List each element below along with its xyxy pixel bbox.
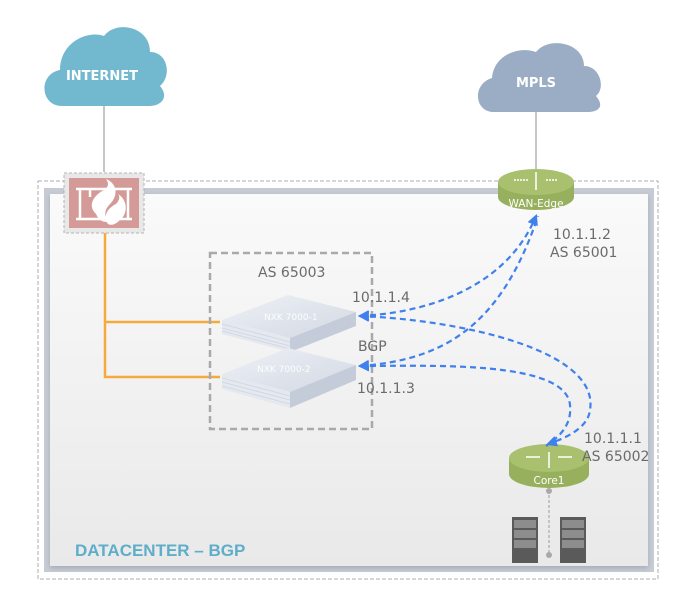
as-group-label: AS 65003 — [258, 265, 325, 281]
internet-cloud[interactable]: INTERNET — [44, 27, 167, 107]
uplink-switch-2 — [103, 322, 220, 379]
datacenter-outer-border — [37, 180, 659, 580]
server-rack-2[interactable] — [560, 517, 586, 563]
switch-2-ip: 10.1.1.3 — [357, 381, 415, 397]
firewall-uplinks — [103, 233, 220, 379]
router-label: Core1 — [534, 475, 565, 487]
wan-edge-ip: 10.1.1.2 — [553, 227, 611, 243]
cloud-icon — [477, 43, 601, 112]
switch-label: NXK 7000-2 — [257, 365, 311, 375]
internet-label: INTERNET — [66, 69, 138, 84]
firewall[interactable] — [63, 172, 145, 234]
core1-as: AS 65002 — [582, 449, 649, 465]
bgp-sessions — [357, 213, 592, 447]
cloud-icon — [44, 27, 167, 107]
wan-edge-as: AS 65001 — [550, 245, 617, 261]
router-label: WAN-Edge — [508, 198, 563, 210]
router-arrows-icon — [514, 172, 558, 190]
as-group-box — [208, 251, 374, 431]
router-core1[interactable]: Core1 — [509, 444, 589, 488]
flame-icon — [91, 179, 116, 222]
server-rack-1[interactable] — [512, 517, 538, 563]
mpls-label: MPLS — [516, 76, 556, 91]
switch-nxk-7000-1[interactable]: NXK 7000-1 — [221, 295, 356, 352]
switch-1-ip: 10.1.1.4 — [352, 290, 410, 306]
bgp-session-switch2-core — [357, 360, 572, 447]
mpls-cloud[interactable]: MPLS — [477, 43, 601, 112]
router-wan-edge[interactable]: WAN-Edge — [498, 169, 574, 210]
bgp-session-switch1-core — [357, 310, 592, 447]
core1-ip: 10.1.1.1 — [584, 431, 642, 447]
datacenter-label: DATACENTER – BGP — [75, 541, 245, 560]
bgp-session-switch1-wan — [357, 213, 538, 322]
bgp-label: BGP — [358, 339, 387, 355]
router-arrows-icon — [526, 452, 572, 468]
switch-label: NXK 7000-1 — [264, 313, 318, 323]
switch-nxk-7000-2[interactable]: NXK 7000-2 — [221, 348, 356, 408]
